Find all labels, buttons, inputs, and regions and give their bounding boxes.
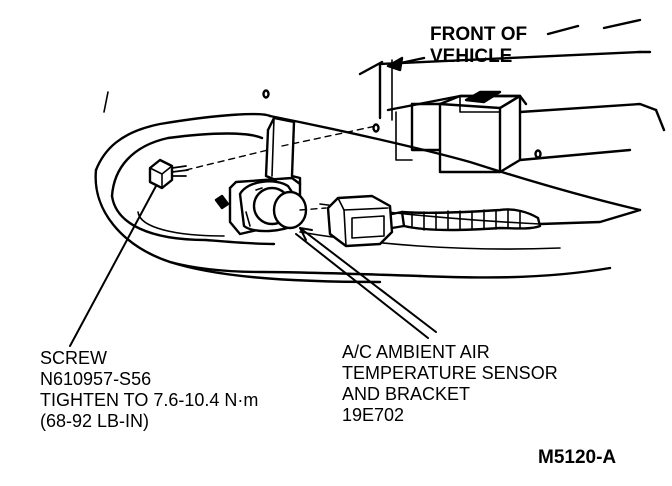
sensor-callout-line2: TEMPERATURE SENSOR (342, 363, 558, 383)
screw-callout-line3: TIGHTEN TO 7.6-10.4 N·m (40, 390, 259, 410)
screw-callout-line2: N610957-S56 (40, 369, 152, 389)
screw-callout-line1: SCREW (40, 348, 107, 368)
harness-connector (326, 194, 542, 248)
body-panel (358, 18, 652, 121)
alignment-lines (185, 125, 377, 211)
radiator-support (262, 89, 666, 174)
sensor-callout-line1: A/C AMBIENT AIR (342, 342, 490, 362)
temperature-sensor (214, 180, 308, 233)
front-label-line1: FRONT OF (430, 24, 528, 45)
screw-callout-line4: (68-92 LB-IN) (40, 411, 150, 431)
figure-id: M5120-A (538, 447, 617, 468)
sensor-leader-line (299, 227, 437, 333)
sensor-callout-line3: AND BRACKET (342, 384, 471, 404)
bumper-valance (94, 91, 642, 284)
sensor-callout: A/C AMBIENT AIR TEMPERATURE SENSOR AND B… (342, 342, 558, 426)
leader-lines (69, 185, 437, 347)
bracket-leader-line (295, 233, 429, 339)
screw-callout: SCREW N610957-S56 TIGHTEN TO 7.6-10.4 N·… (40, 348, 258, 432)
sensor-callout-line4: 19E702 (342, 405, 405, 425)
screw-leader-line (69, 185, 157, 347)
front-of-vehicle-label: FRONT OF VEHICLE (430, 24, 527, 68)
front-direction-arrow (386, 24, 580, 72)
screw-part (148, 158, 189, 190)
front-label-line2: VEHICLE (430, 46, 513, 67)
